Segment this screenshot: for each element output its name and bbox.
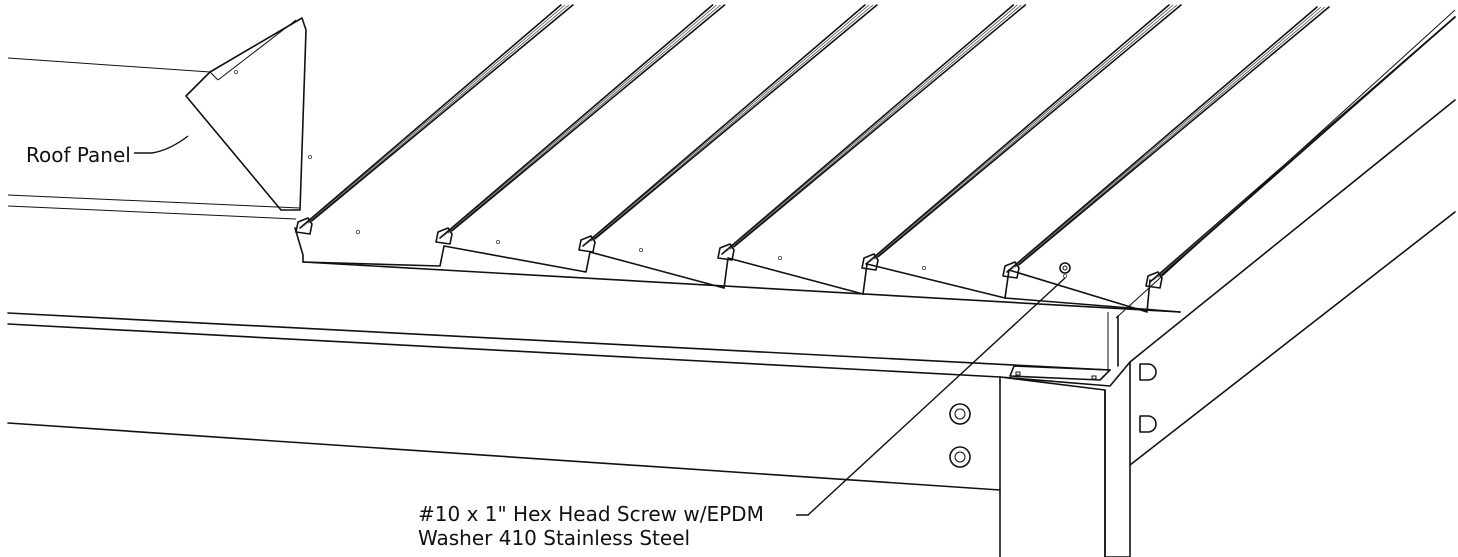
post-cap-plate	[1009, 365, 1111, 381]
screw-label-line2: Washer 410 Stainless Steel	[418, 526, 691, 550]
panel-rib-cap	[435, 227, 453, 245]
panel-rib-line	[877, 4, 1182, 258]
panel-hole-dot	[778, 255, 783, 260]
panel-rib-cap	[578, 235, 596, 253]
panel-rib-line	[307, 4, 570, 224]
panel-rib-cap	[1002, 261, 1020, 279]
panel-hole-dot	[639, 247, 644, 252]
hex-head-screw-icon	[1059, 262, 1071, 274]
roof-panel-end-fold	[185, 17, 312, 211]
panel-rib-line	[447, 4, 721, 234]
panel-rib-line	[729, 4, 1022, 250]
panel-hole-dot	[495, 239, 500, 244]
roof-panels	[295, 4, 1456, 289]
panel-hole-dot	[1063, 273, 1068, 278]
panel-rib-line	[1010, 6, 1322, 270]
side-beam	[1115, 9, 1456, 466]
panel-rib-line	[582, 4, 866, 247]
panel-rib-line	[586, 4, 870, 244]
panel-rib-line	[869, 4, 1174, 262]
panel-rib-line	[721, 4, 1015, 255]
panel-rib-line	[1018, 6, 1330, 266]
corner-post	[999, 312, 1131, 557]
panel-rib-line	[299, 4, 562, 229]
panel-rib-line	[594, 4, 878, 240]
screw-leader	[796, 277, 1066, 516]
panel-rib-line	[1014, 6, 1326, 268]
left-background-lines	[7, 57, 301, 220]
screw-label-line1: #10 x 1" Hex Head Screw w/EPDM	[418, 502, 764, 526]
roof-panel-leader	[134, 135, 189, 154]
side-bolts	[1139, 363, 1157, 433]
panel-rib-line	[439, 4, 714, 239]
panel-front-edge	[294, 227, 1181, 313]
panel-rib-line	[733, 4, 1027, 248]
header-beam	[7, 312, 1111, 491]
panel-rib-line	[451, 4, 726, 232]
panel-hole-dot	[922, 265, 927, 270]
panel-rib-cap	[861, 253, 879, 271]
panel-rib-line	[873, 4, 1178, 260]
roof-panel-label: Roof Panel	[26, 143, 131, 167]
panel-rib-line	[865, 4, 1170, 265]
panel-rib-line	[443, 4, 717, 236]
panel-rib-cap	[717, 243, 735, 261]
panel-rib-cap	[295, 217, 313, 235]
panel-rib-line	[311, 4, 574, 222]
panel-rib-line	[1006, 6, 1318, 273]
panel-rib-line	[590, 4, 874, 242]
header-bolts	[949, 403, 971, 468]
panel-hole-dot	[355, 229, 360, 234]
panel-rib-line	[303, 4, 566, 226]
panel-rib-cap	[1145, 271, 1163, 289]
panel-rib-line	[725, 4, 1018, 252]
